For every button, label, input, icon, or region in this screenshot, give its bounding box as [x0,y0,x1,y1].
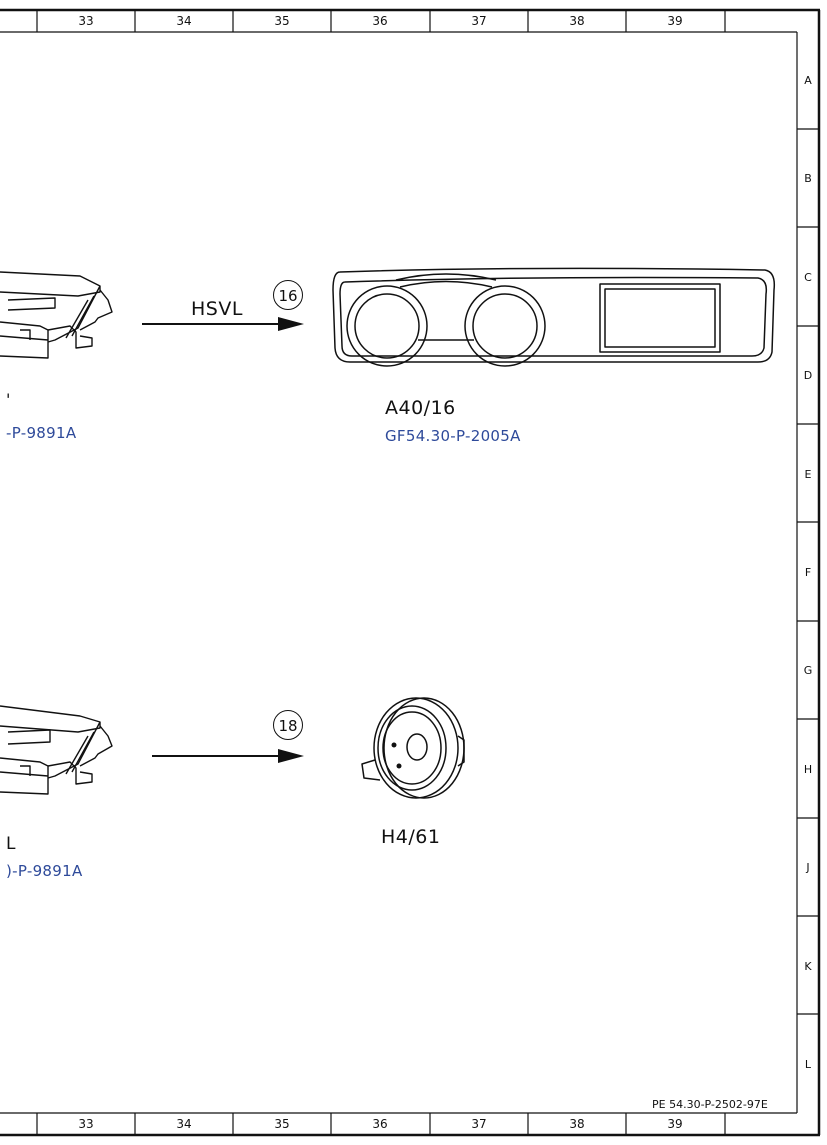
connection-number-circle: 18 [273,710,303,740]
column-number-top: 34 [176,14,192,28]
component-code: H4/61 [381,826,441,848]
control-unit-drawing-top [0,271,113,359]
signal-arrow-2 [152,749,304,763]
row-letter: L [804,1058,812,1071]
component-reference-link[interactable]: GF54.30-P-2005A [385,427,521,445]
column-number-top: 37 [471,14,487,28]
row-letter: J [806,861,810,874]
row-letter: D [803,369,813,382]
left-component-code: ' [6,390,11,409]
column-number-top: 33 [78,14,94,28]
left-component-code: L [6,834,16,854]
row-letter: C [804,271,812,284]
speaker-drawing [361,697,465,799]
left-reference-link[interactable]: )-P-9891A [6,862,83,880]
column-number-bottom: 33 [78,1117,94,1131]
left-reference-link[interactable]: -P-9891A [6,424,77,442]
document-id: PE 54.30-P-2502-97E [652,1098,768,1111]
row-letter: H [803,763,813,776]
column-number-top: 36 [372,14,388,28]
column-number-bottom: 34 [176,1117,192,1131]
signal-label: HSVL [191,298,243,320]
row-letter: G [803,664,813,677]
row-letter: K [804,960,812,973]
signal-arrow-1 [142,317,304,331]
row-letter: B [804,172,812,185]
column-number-bottom: 35 [274,1117,290,1131]
column-number-top: 38 [569,14,585,28]
column-number-top: 39 [667,14,683,28]
column-number-bottom: 36 [372,1117,388,1131]
column-number-bottom: 37 [471,1117,487,1131]
component-code: A40/16 [385,397,456,419]
row-letter: A [804,74,812,87]
instrument-cluster-drawing [332,267,776,367]
connection-number-circle: 16 [273,280,303,310]
column-number-bottom: 39 [667,1117,683,1131]
row-letter: E [804,468,812,481]
column-number-bottom: 38 [569,1117,585,1131]
control-unit-drawing-bottom [0,705,113,795]
row-letter: F [804,566,812,579]
column-number-top: 35 [274,14,290,28]
